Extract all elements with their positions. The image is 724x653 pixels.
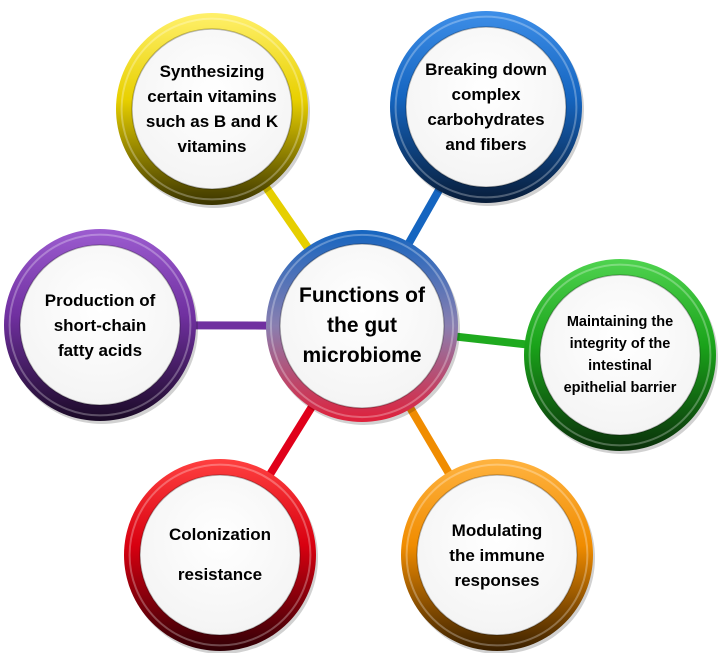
node-center: Functions of the gut microbiome <box>287 251 437 401</box>
ring-carbohydrates <box>390 11 584 206</box>
node-immune: Modulating the immune responses <box>424 482 570 628</box>
node-center-text: Functions of the gut microbiome <box>299 284 425 367</box>
node-colonization-text: Colonization resistance <box>169 525 271 584</box>
ring-vitamins <box>116 13 310 208</box>
connector-carbohydrates <box>403 185 445 248</box>
connector-vitamins <box>261 182 313 253</box>
ring-scfa <box>4 229 198 424</box>
node-colonization: Colonization resistance <box>147 482 293 628</box>
node-immune-text: Modulating the immune responses <box>449 520 545 590</box>
node-barrier: Maintaining the integrity of the intesti… <box>547 282 693 428</box>
ring-immune <box>401 459 595 653</box>
node-carbohydrates: Breaking down complex carbohydrates and … <box>413 34 559 180</box>
node-scfa-text: Production of short-chain fatty acids <box>44 290 156 360</box>
node-vitamins-text: Synthesizing certain vitamins such as B … <box>145 62 279 156</box>
node-vitamins: Synthesizing certain vitamins such as B … <box>139 36 285 182</box>
connector-lines <box>191 182 530 479</box>
node-scfa: Production of short-chain fatty acids <box>27 252 173 398</box>
connector-barrier <box>452 332 530 349</box>
connector-colonization <box>265 402 317 479</box>
ring-center <box>266 230 460 425</box>
ring-colonization <box>124 459 318 653</box>
node-carbohydrates-text: Breaking down complex carbohydrates and … <box>425 60 547 154</box>
node-rings <box>4 11 718 653</box>
node-barrier-text: Maintaining the integrity of the intesti… <box>563 314 677 396</box>
connector-immune <box>405 403 454 478</box>
ring-barrier <box>524 259 718 454</box>
